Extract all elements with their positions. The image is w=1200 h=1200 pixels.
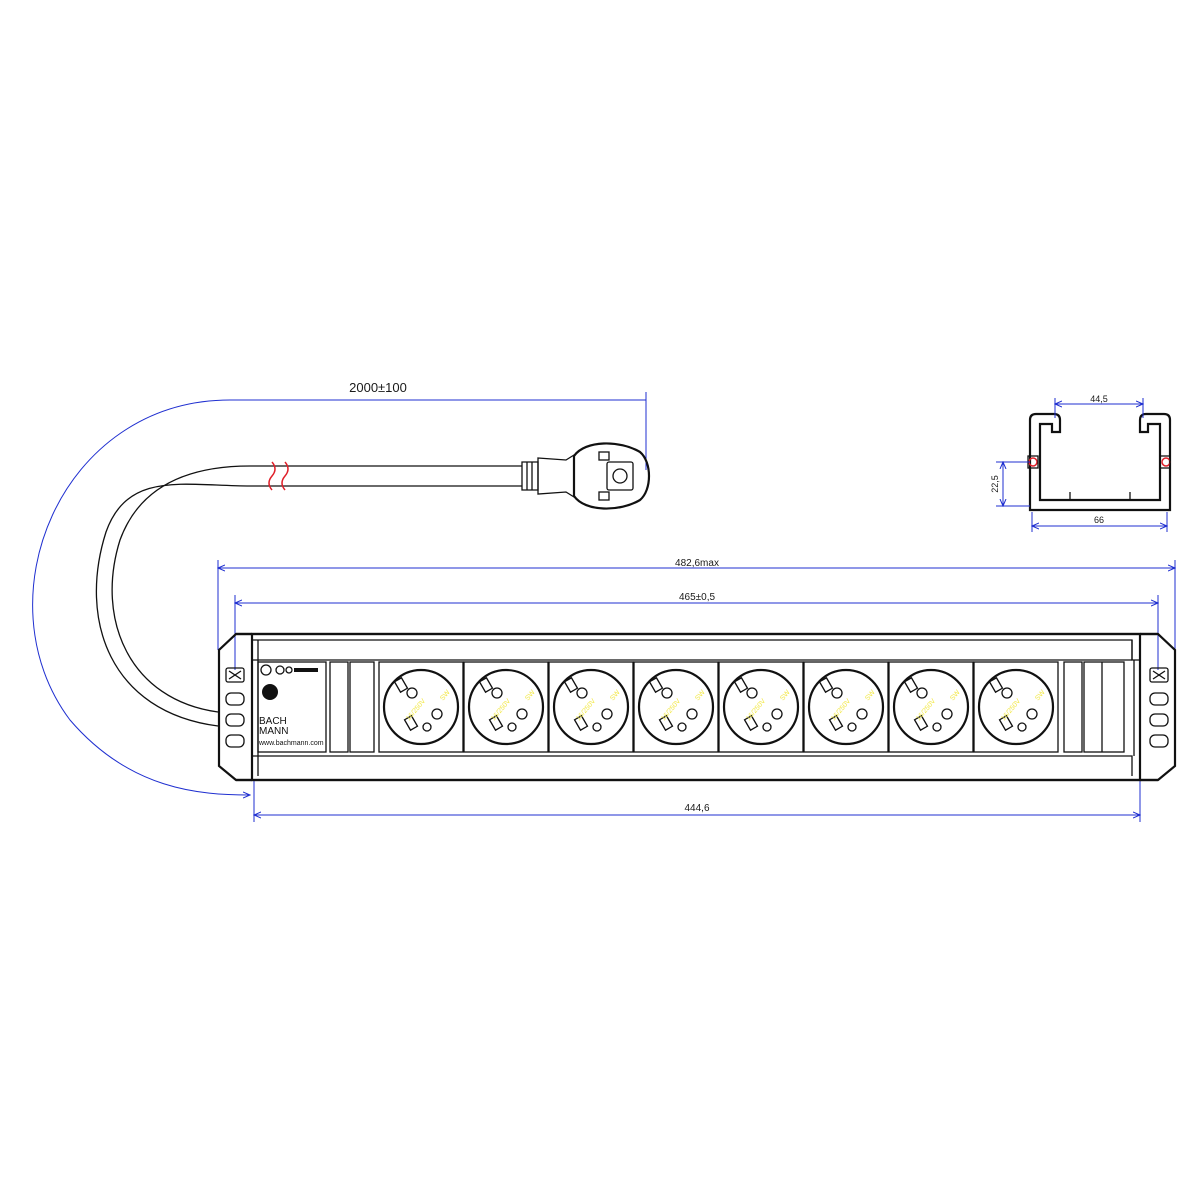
socket-row: 16/250VSW16/250VSW16/250VSW16/250VSW16/2…	[378, 661, 1059, 753]
left-mounting-holes	[225, 667, 245, 748]
brand-line2: MANN	[259, 726, 288, 737]
power-cable	[95, 465, 522, 727]
profile-outer-width-dimension: 66	[1032, 512, 1167, 532]
socket-mark-label: SW	[1034, 689, 1047, 702]
cable-length-label: 2000±100	[349, 380, 407, 395]
profile-height-dimension: 22,5	[990, 462, 1030, 506]
profile-inner-width-label: 44,5	[1090, 394, 1108, 404]
socket: 16/250V SW	[973, 661, 1059, 753]
body-length-dimension: 444,6	[254, 780, 1140, 822]
socket-rating-label: 16/250V	[660, 698, 682, 723]
socket-mark-label: SW	[439, 689, 452, 702]
socket-rating-label: 16/250V	[575, 698, 597, 723]
profile-cross-section	[1027, 412, 1172, 512]
socket-rating-label: 16/250V	[490, 698, 512, 723]
overall-width-label: 482,6max	[675, 558, 719, 569]
socket-mark-label: SW	[524, 689, 537, 702]
profile-outer-width-label: 66	[1094, 515, 1104, 525]
socket: 16/250V SW	[803, 661, 889, 753]
mounting-pitch-dimension: 465±0,5	[235, 592, 1158, 670]
brand-line1: BACH	[259, 716, 287, 727]
socket-rating-label: 16/250V	[1000, 698, 1022, 723]
right-blank-module	[1063, 661, 1125, 753]
socket: 16/250V SW	[378, 661, 464, 753]
profile-height-label: 22,5	[990, 475, 1000, 493]
body-length-label: 444,6	[684, 803, 709, 814]
socket-mark-label: SW	[864, 689, 877, 702]
overall-width-dimension: 482,6max	[218, 558, 1175, 650]
socket-mark-label: SW	[779, 689, 792, 702]
socket-rating-label: 16/250V	[405, 698, 427, 723]
socket-mark-label: SW	[949, 689, 962, 702]
socket: 16/250V SW	[718, 661, 804, 753]
socket-rating-label: 16/250V	[830, 698, 852, 723]
cable-break-mark	[268, 461, 289, 491]
socket: 16/250V SW	[548, 661, 634, 753]
socket: 16/250V SW	[888, 661, 974, 753]
power-strip	[217, 632, 1177, 782]
brand-panel: BACH MANN www.bachmann.com	[257, 661, 327, 753]
right-mounting-holes	[1149, 667, 1169, 748]
schuko-plug	[521, 442, 651, 510]
socket-rating-label: 16/250V	[745, 698, 767, 723]
left-blank-module	[329, 661, 375, 753]
socket-mark-label: SW	[609, 689, 622, 702]
cable-length-dimension: 2000±100	[32, 380, 647, 795]
brand-website: www.bachmann.com	[258, 740, 324, 747]
socket-mark-label: SW	[694, 689, 707, 702]
profile-inner-width-dimension: 44,5	[1055, 394, 1143, 418]
mounting-pitch-label: 465±0,5	[679, 592, 716, 603]
socket: 16/250V SW	[463, 661, 549, 753]
socket-rating-label: 16/250V	[915, 698, 937, 723]
indicator-lamp	[262, 684, 278, 700]
socket: 16/250V SW	[633, 661, 719, 753]
